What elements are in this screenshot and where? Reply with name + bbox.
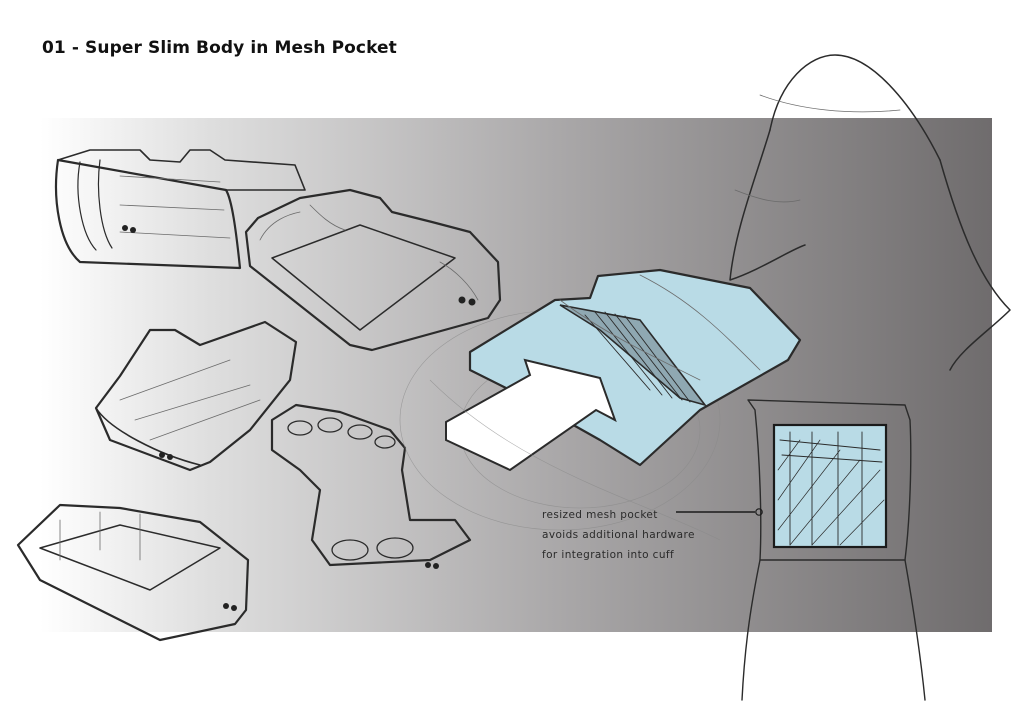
mesh-pocket-sketch — [399, 268, 802, 541]
device-sketch-1 — [55, 149, 306, 270]
callout-line-2: avoids additional hardware — [542, 529, 695, 541]
callout-line-3: for integration into cuff — [542, 549, 675, 561]
mesh-pocket-callout: resized mesh pocket avoids additional ha… — [542, 505, 695, 565]
device-sketch-5 — [16, 503, 250, 642]
device-sketch-4 — [270, 403, 472, 569]
device-sketch-3 — [94, 320, 298, 472]
callout-line-1: resized mesh pocket — [542, 509, 658, 521]
device-sketch-2 — [244, 188, 502, 352]
arm-cuff-sketch — [676, 54, 1011, 701]
sheet-title: 01 - Super Slim Body in Mesh Pocket — [42, 38, 397, 58]
